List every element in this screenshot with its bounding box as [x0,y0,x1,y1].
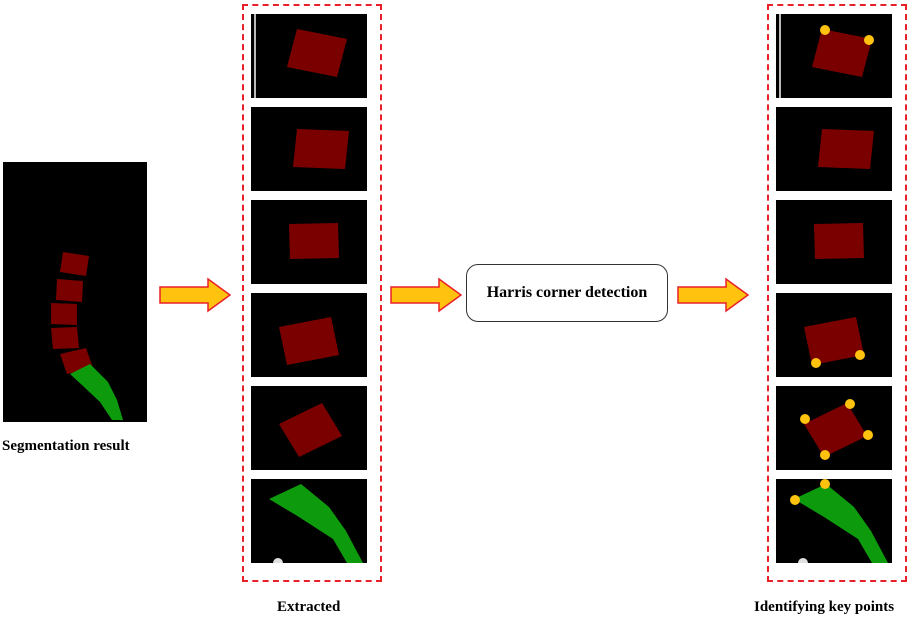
keypoint-tile-3 [776,200,892,284]
seg-vertebra-1 [60,252,89,276]
keypoint-marker [820,25,830,35]
keypoint-tile-2 [776,107,892,191]
extracted-tile-1 [251,14,367,98]
keypoint-marker [820,479,830,489]
extracted-tile-3 [251,200,367,284]
keypoint-marker [855,350,865,360]
keypoint-tile-6 [776,479,892,563]
seg-vertebra-4 [51,327,79,349]
extracted-tile-2 [251,107,367,191]
keypoint-marker [811,358,821,368]
segmentation-image [3,162,147,422]
keypoint-marker [800,414,810,424]
keypoint-tile-1 [776,14,892,98]
arrow-right-3 [677,277,750,313]
harris-label: Harris corner detection [486,284,648,301]
seg-sacrum [70,364,123,420]
extracted-column [242,4,382,582]
segmentation-caption: Segmentation result [2,438,130,454]
keypoints-caption: Identifying key points [754,599,895,615]
keypoint-marker [845,399,855,409]
extracted-tile-6 [251,479,367,563]
keypoint-tile-5 [776,386,892,470]
extracted-caption: Extracted [277,599,341,615]
keypoint-marker [863,430,873,440]
keypoint-marker [820,450,830,460]
arrow-right-1 [159,277,232,313]
seg-vertebra-3 [51,303,77,325]
keypoint-marker [864,35,874,45]
harris-detection-box: Harris corner detection [466,264,668,322]
keypoints-column [767,4,907,582]
arrow-right-2 [390,277,463,313]
keypoint-marker [790,495,800,505]
keypoint-tile-4 [776,293,892,377]
extracted-tile-5 [251,386,367,470]
seg-vertebra-2 [56,279,83,302]
extracted-tile-4 [251,293,367,377]
